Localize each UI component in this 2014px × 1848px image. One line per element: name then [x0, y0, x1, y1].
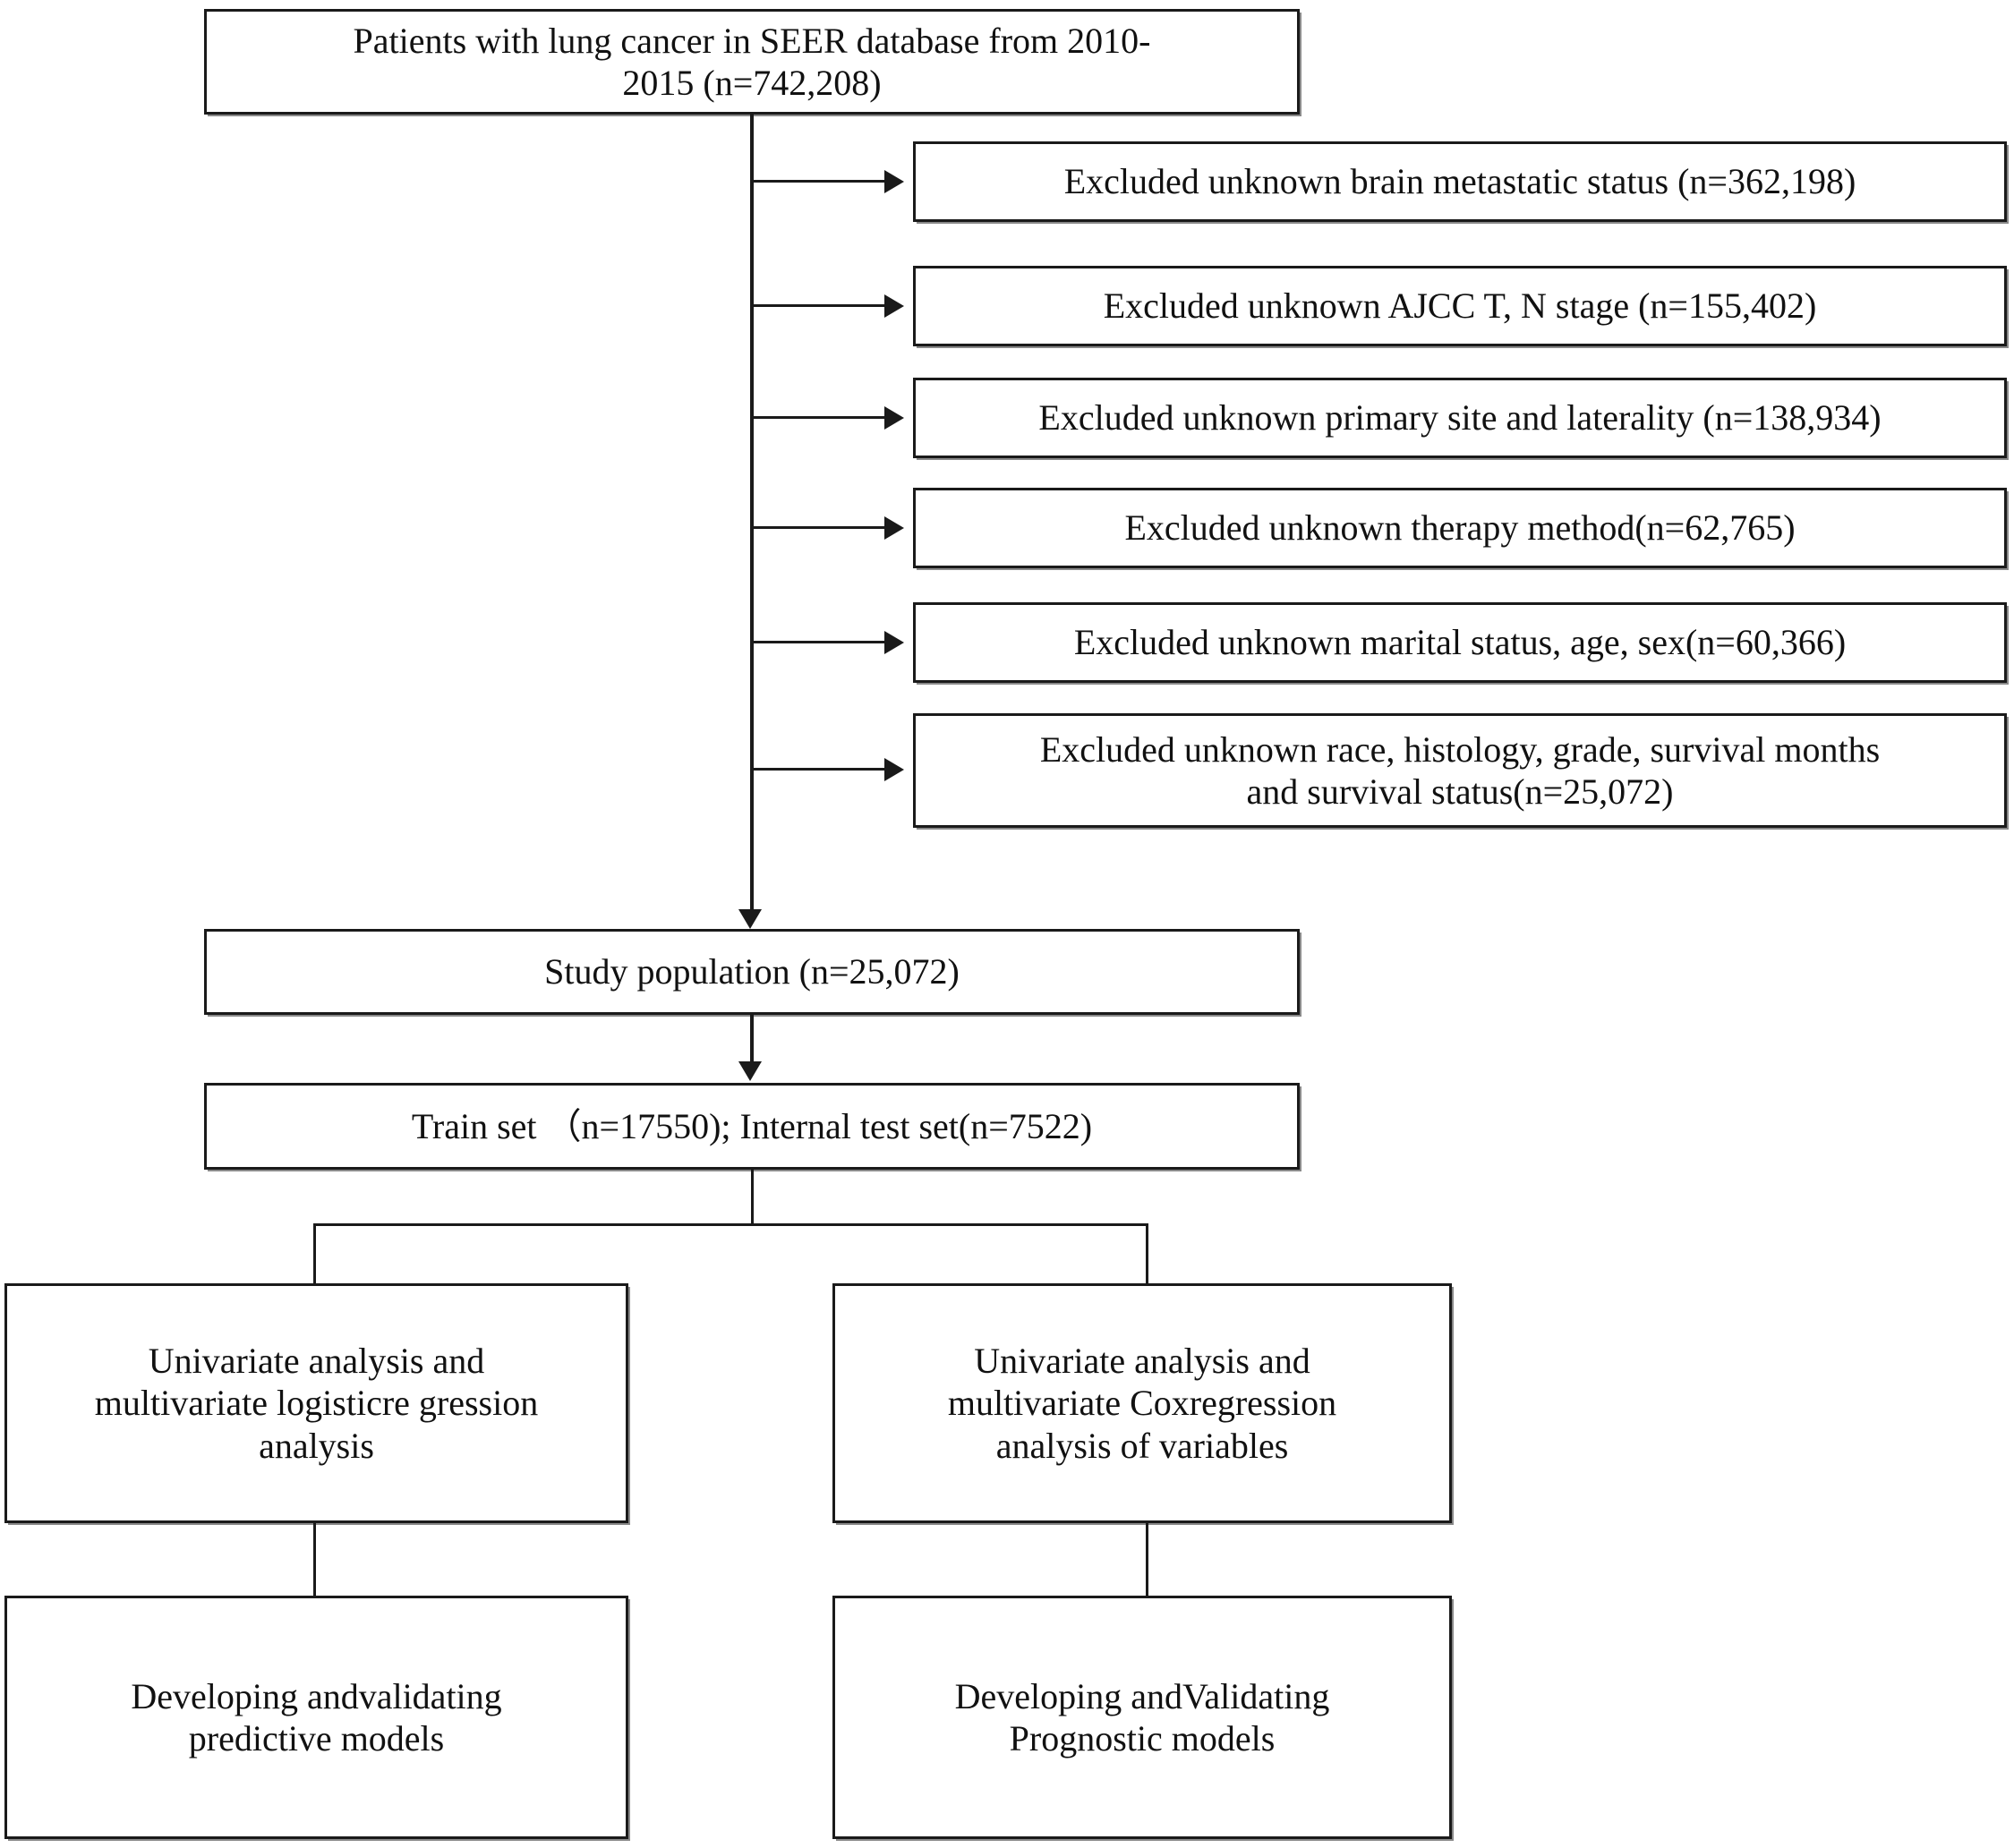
exclusion-connector-0	[752, 180, 886, 183]
exclusion-connector-5	[752, 768, 886, 771]
source-cohort-line-2: 2015 (n=742,208)	[622, 63, 882, 103]
exclusion-arrowhead-2	[884, 406, 904, 430]
right-analysis-line-1: Univariate analysis and	[974, 1341, 1310, 1382]
exclusion-arrowhead-3	[884, 516, 904, 540]
left-analysis-line-3: analysis	[259, 1425, 374, 1466]
exclusion-label-5-line-2: and survival status(n=25,072)	[1246, 771, 1674, 812]
exclusion-connector-4	[752, 641, 886, 643]
left-outcome-line-2: predictive models	[188, 1718, 445, 1759]
main-trunk-line-lower	[750, 857, 754, 911]
exclusion-box-ajcc-stage: Excluded unknown AJCC T, N stage (n=155,…	[913, 266, 2007, 346]
left-outcome-box-predictive-models: Developing andvalidating predictive mode…	[4, 1596, 628, 1839]
exclusion-box-marital-age-sex: Excluded unknown marital status, age, se…	[913, 602, 2007, 683]
train-test-split-box: Train set （n=17550); Internal test set(n…	[204, 1083, 1300, 1170]
source-cohort-box: Patients with lung cancer in SEER databa…	[204, 9, 1300, 115]
right-analysis-line-3: analysis of variables	[995, 1425, 1289, 1466]
split-branch-right-drop	[1146, 1223, 1148, 1284]
split-branch-stem	[751, 1170, 754, 1226]
exclusion-label-1: Excluded unknown AJCC T, N stage (n=155,…	[1103, 285, 1817, 327]
left-analysis-to-outcome-line	[313, 1523, 316, 1597]
exclusion-arrowhead-1	[884, 294, 904, 318]
left-analysis-line-1: Univariate analysis and	[148, 1341, 485, 1382]
exclusion-arrowhead-0	[884, 170, 904, 193]
exclusion-label-0: Excluded unknown brain metastatic status…	[1063, 161, 1856, 202]
exclusion-label-5-line-1: Excluded unknown race, histology, grade,…	[1039, 728, 1881, 770]
right-analysis-line-2: multivariate Coxregression	[947, 1383, 1337, 1424]
study-to-split-arrowhead	[738, 1061, 762, 1081]
main-trunk-arrowhead	[738, 909, 762, 929]
left-analysis-box-logistic-regression: Univariate analysis and multivariate log…	[4, 1283, 628, 1523]
left-outcome-line-1: Developing andvalidating	[131, 1675, 502, 1716]
exclusion-box-brain-metastatic-status: Excluded unknown brain metastatic status…	[913, 141, 2007, 222]
split-branch-left-drop	[313, 1223, 316, 1284]
study-population-box: Study population (n=25,072)	[204, 929, 1300, 1015]
exclusion-label-2: Excluded unknown primary site and latera…	[1038, 397, 1882, 439]
exclusion-box-race-histology-grade-survival: Excluded unknown race, histology, grade,…	[913, 713, 2007, 828]
exclusion-arrowhead-4	[884, 631, 904, 654]
exclusion-label-4: Excluded unknown marital status, age, se…	[1073, 622, 1847, 663]
exclusion-box-primary-site-laterality: Excluded unknown primary site and latera…	[913, 378, 2007, 458]
exclusion-connector-2	[752, 416, 886, 419]
right-outcome-line-2: Prognostic models	[1009, 1718, 1276, 1759]
right-outcome-line-1: Developing andValidating	[954, 1675, 1330, 1716]
study-to-split-line	[750, 1015, 754, 1061]
split-branch-crossbar	[313, 1223, 1148, 1226]
train-test-split-label: Train set （n=17550); Internal test set(n…	[411, 1105, 1093, 1146]
exclusion-label-3: Excluded unknown therapy method(n=62,765…	[1124, 507, 1796, 549]
exclusion-connector-3	[752, 526, 886, 529]
main-trunk-line	[750, 115, 754, 857]
source-cohort-line-1: Patients with lung cancer in SEER databa…	[353, 20, 1151, 61]
right-outcome-box-prognostic-models: Developing andValidating Prognostic mode…	[832, 1596, 1452, 1839]
exclusion-connector-1	[752, 304, 886, 307]
exclusion-box-therapy-method: Excluded unknown therapy method(n=62,765…	[913, 488, 2007, 568]
right-analysis-to-outcome-line	[1146, 1523, 1148, 1597]
exclusion-arrowhead-5	[884, 758, 904, 781]
left-analysis-line-2: multivariate logisticre gression	[94, 1383, 539, 1424]
study-population-label: Study population (n=25,072)	[544, 951, 960, 992]
right-analysis-box-cox-regression: Univariate analysis and multivariate Cox…	[832, 1283, 1452, 1523]
